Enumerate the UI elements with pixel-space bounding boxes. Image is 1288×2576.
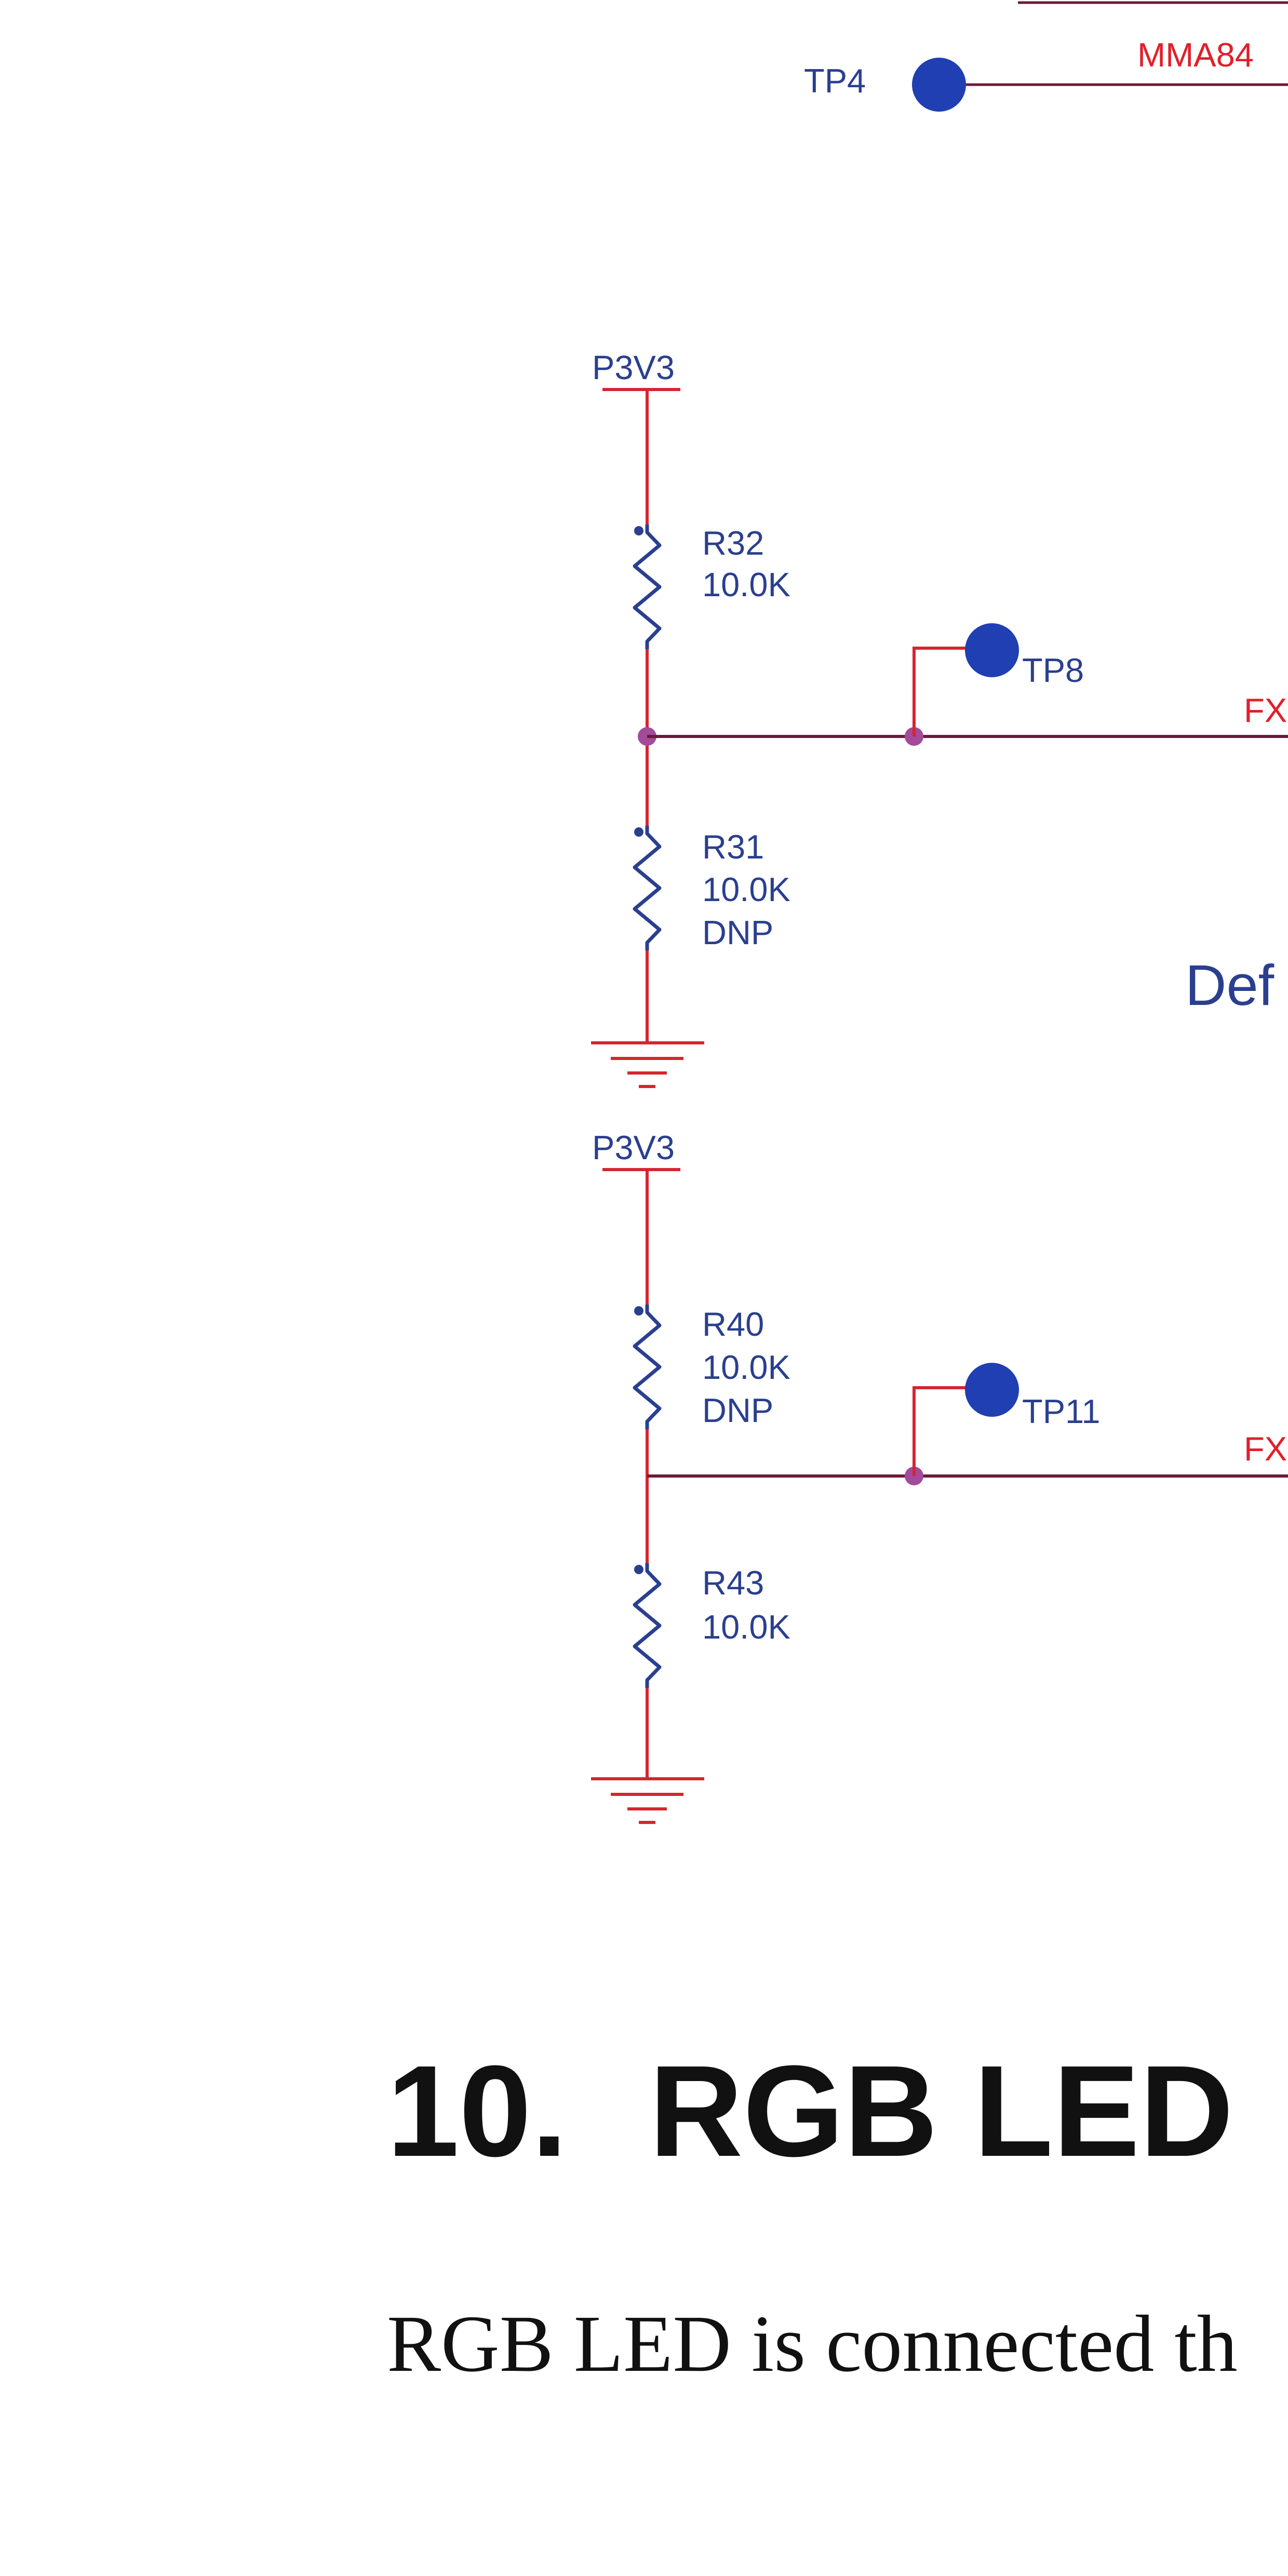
r32-resistor <box>633 525 662 649</box>
r43-resistor <box>633 1563 662 1688</box>
divider1-net-label: FX <box>1244 691 1287 729</box>
r40-resistor <box>633 1305 662 1429</box>
tp11-label: TP11 <box>1022 1392 1101 1430</box>
tp8-stub-wire <box>913 647 966 736</box>
divider-1: P3V3 R32 10.0K TP8 FX R31 10.0K DNP <box>591 348 1288 1088</box>
tp4-label: TP4 <box>804 62 866 100</box>
r32-ref: R32 <box>702 524 764 562</box>
section-number: 10. <box>387 2038 568 2183</box>
section-heading: 10.RGB LED <box>387 2046 1233 2176</box>
r31-value: 10.0K <box>702 870 790 908</box>
default-label: Def <box>1185 954 1274 1017</box>
r32-value: 10.0K <box>702 566 790 603</box>
r31-resistor <box>633 826 662 950</box>
schematic-diagram: TP4 MMA84 P3V3 R32 10.0K TP8 FX <box>591 1 1288 1824</box>
r31-dnp: DNP <box>702 914 773 951</box>
section-title-text: RGB LED <box>649 2038 1233 2183</box>
divider2-supply-label: P3V3 <box>592 1129 675 1166</box>
r40-value: 10.0K <box>702 1348 790 1386</box>
divider2-net-label: FX <box>1244 1430 1287 1468</box>
divider1-supply-label: P3V3 <box>592 348 675 386</box>
r43-ref: R43 <box>702 1564 764 1602</box>
ground-symbol-1 <box>591 1041 704 1088</box>
tp11-pad <box>965 1363 1019 1417</box>
r43-value: 10.0K <box>702 1608 790 1646</box>
r40-dnp: DNP <box>702 1391 773 1429</box>
tp4-pad <box>912 58 966 112</box>
r31-ref: R31 <box>702 828 764 866</box>
divider-2: P3V3 R40 10.0K DNP TP11 FX R43 10.0K <box>591 1129 1288 1824</box>
tp4-testpoint: TP4 MMA84 <box>804 1 1288 112</box>
tp11-stub-wire <box>913 1386 966 1476</box>
tp8-pad <box>965 623 1019 677</box>
tp8-label: TP8 <box>1022 651 1084 689</box>
ground-symbol-2 <box>591 1777 704 1824</box>
tp4-net-label: MMA84 <box>1137 36 1254 74</box>
body-paragraph: RGB LED is connected th <box>387 2299 1238 2389</box>
r40-ref: R40 <box>702 1305 764 1343</box>
